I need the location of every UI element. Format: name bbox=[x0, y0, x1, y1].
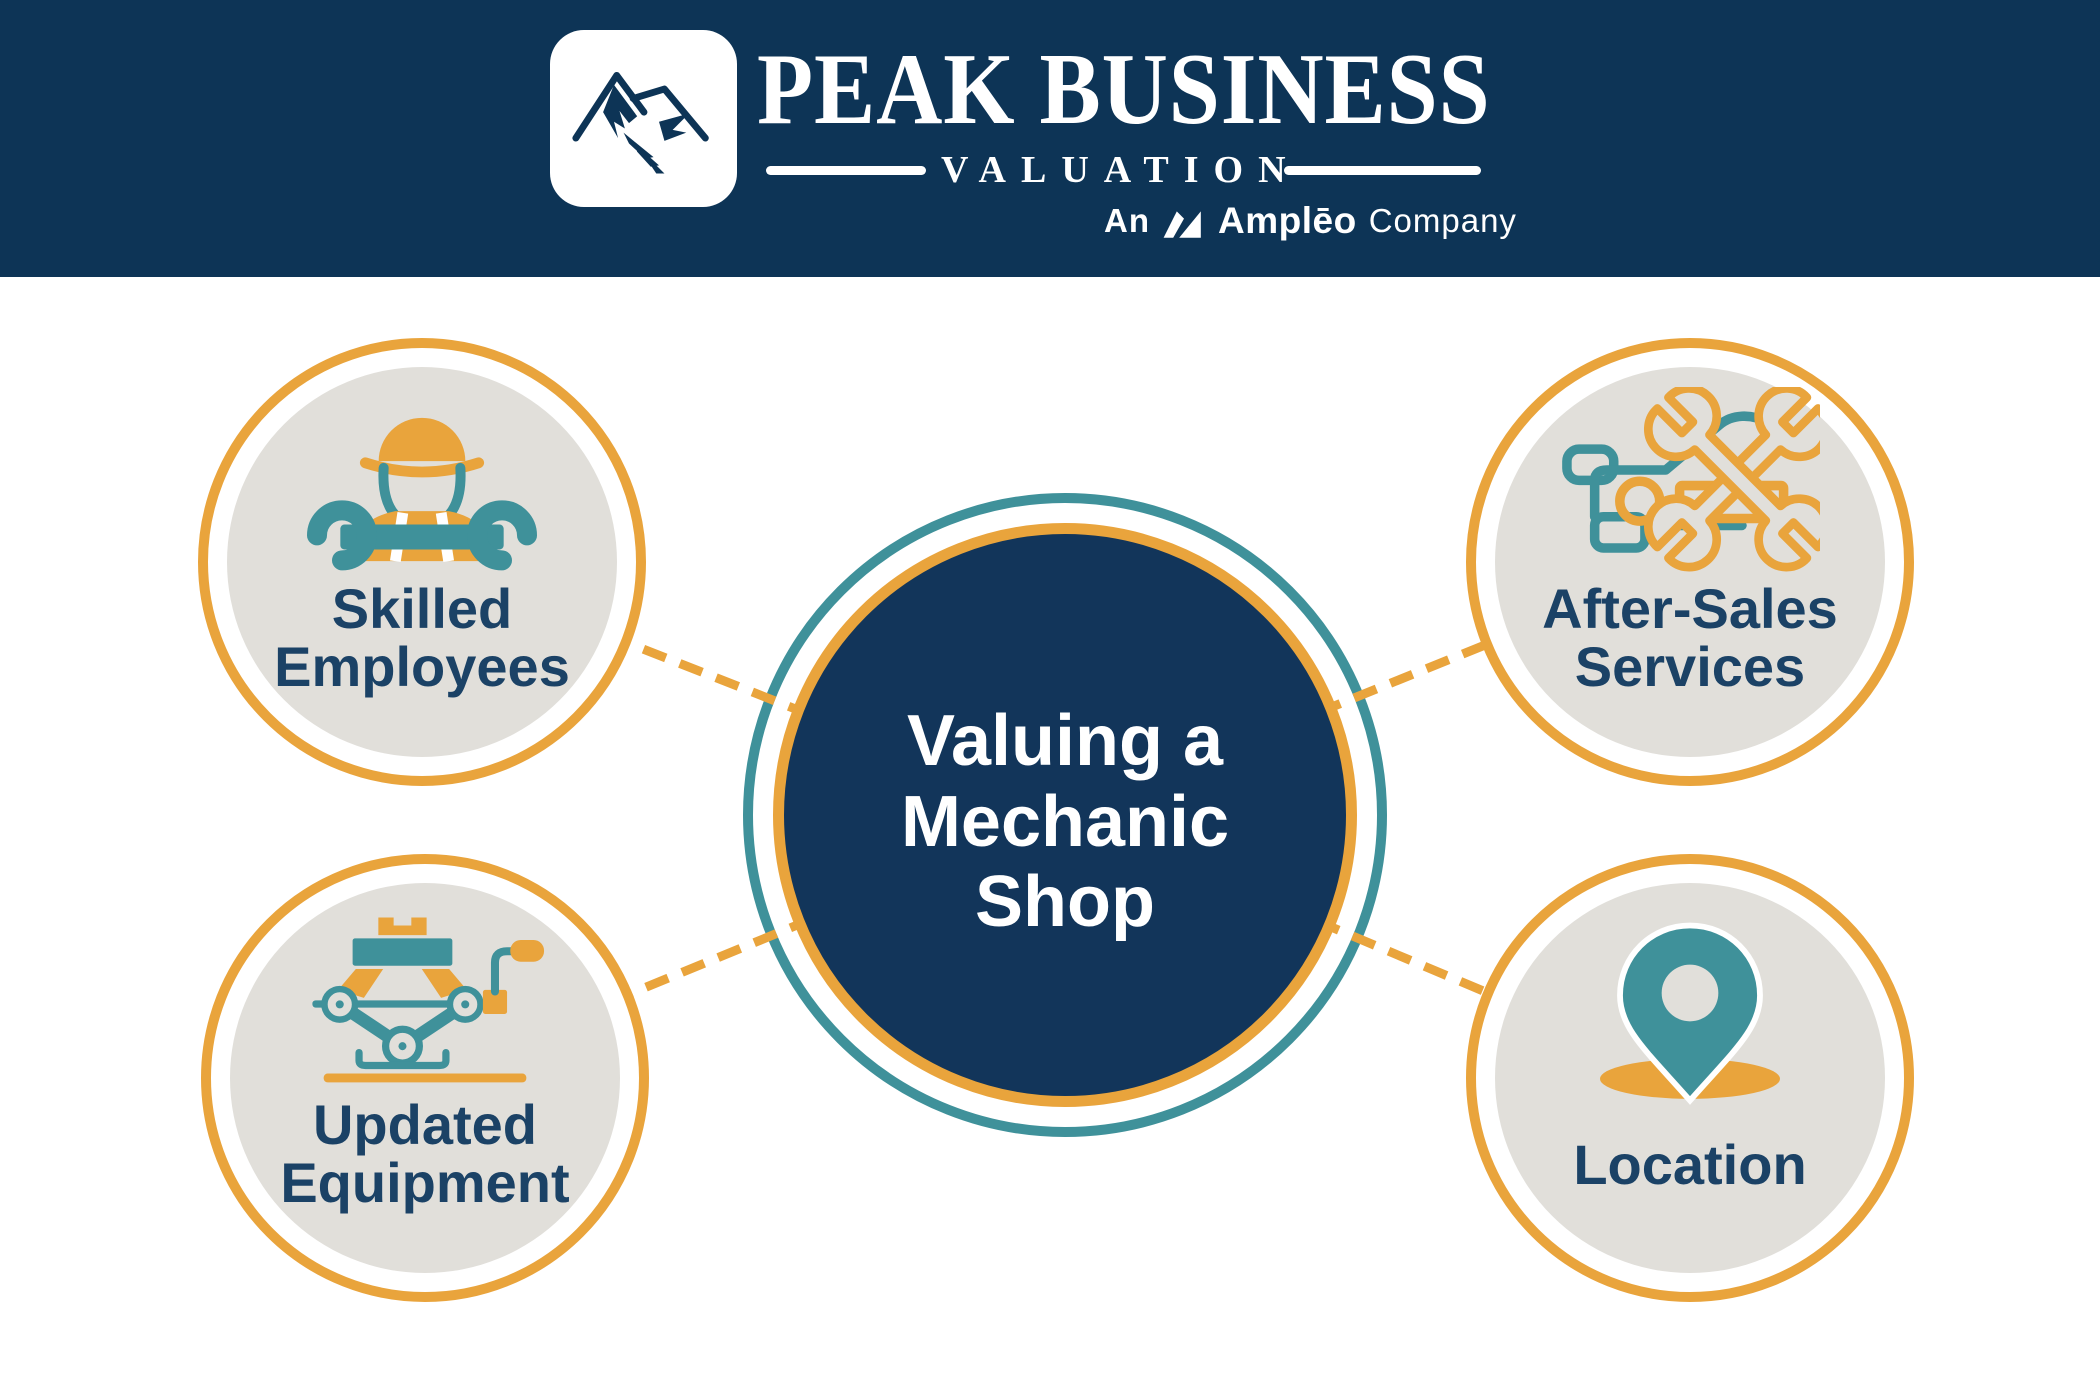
node-label: After-Sales Services bbox=[1542, 577, 1838, 699]
node-disc: After-Sales Services bbox=[1495, 367, 1885, 757]
brand-rule-right bbox=[1284, 166, 1481, 175]
tagline-prefix: An bbox=[1104, 202, 1150, 239]
brand-subtitle: VALUATION bbox=[941, 149, 1301, 191]
car-service-icon bbox=[1562, 387, 1820, 572]
center-title-line: Shop bbox=[975, 862, 1155, 943]
brand-rule-left bbox=[766, 166, 926, 175]
node-label: Skilled Employees bbox=[274, 577, 570, 699]
peak-logo bbox=[550, 30, 737, 207]
center-title-line: Mechanic bbox=[900, 781, 1230, 862]
node-label-line: Equipment bbox=[280, 1151, 570, 1215]
node-label-line: Location bbox=[1573, 1133, 1807, 1196]
ampleo-mark-icon bbox=[1163, 211, 1201, 238]
node-label-line: After-Sales bbox=[1542, 577, 1838, 640]
tagline-suffix: Company bbox=[1368, 202, 1517, 239]
node-skilled-employees: Skilled Employees bbox=[198, 338, 646, 786]
node-label: Location bbox=[1573, 1133, 1807, 1196]
node-label-line: Skilled bbox=[331, 577, 513, 640]
center-node: Valuing a Mechanic Shop bbox=[773, 523, 1357, 1107]
ampleo-tagline: An Amplēo Company bbox=[1104, 200, 1517, 242]
node-disc: Updated Equipment bbox=[230, 883, 620, 1273]
mountain-logo-icon bbox=[571, 71, 709, 174]
car-jack-icon bbox=[312, 917, 545, 1083]
center-title-line: Valuing a bbox=[906, 701, 1224, 782]
mechanic-worker-icon bbox=[307, 417, 537, 571]
location-pin-icon bbox=[1600, 922, 1780, 1105]
header-banner: PEAK BUSINESS VALUATION An Amplēo Compan… bbox=[0, 0, 2100, 277]
node-disc: Skilled Employees bbox=[227, 367, 617, 757]
node-label-line: Updated bbox=[312, 1093, 537, 1156]
brand-title: PEAK BUSINESS bbox=[757, 33, 1491, 146]
node-after-sales-services: After-Sales Services bbox=[1466, 338, 1914, 786]
node-updated-equipment: Updated Equipment bbox=[201, 854, 649, 1302]
node-label: Updated Equipment bbox=[280, 1093, 570, 1215]
node-label-line: Employees bbox=[274, 635, 570, 699]
node-label-line: Services bbox=[1574, 635, 1806, 699]
node-location: Location bbox=[1466, 854, 1914, 1302]
tagline-brand: Amplēo bbox=[1218, 200, 1357, 241]
node-disc: Location bbox=[1495, 883, 1885, 1273]
